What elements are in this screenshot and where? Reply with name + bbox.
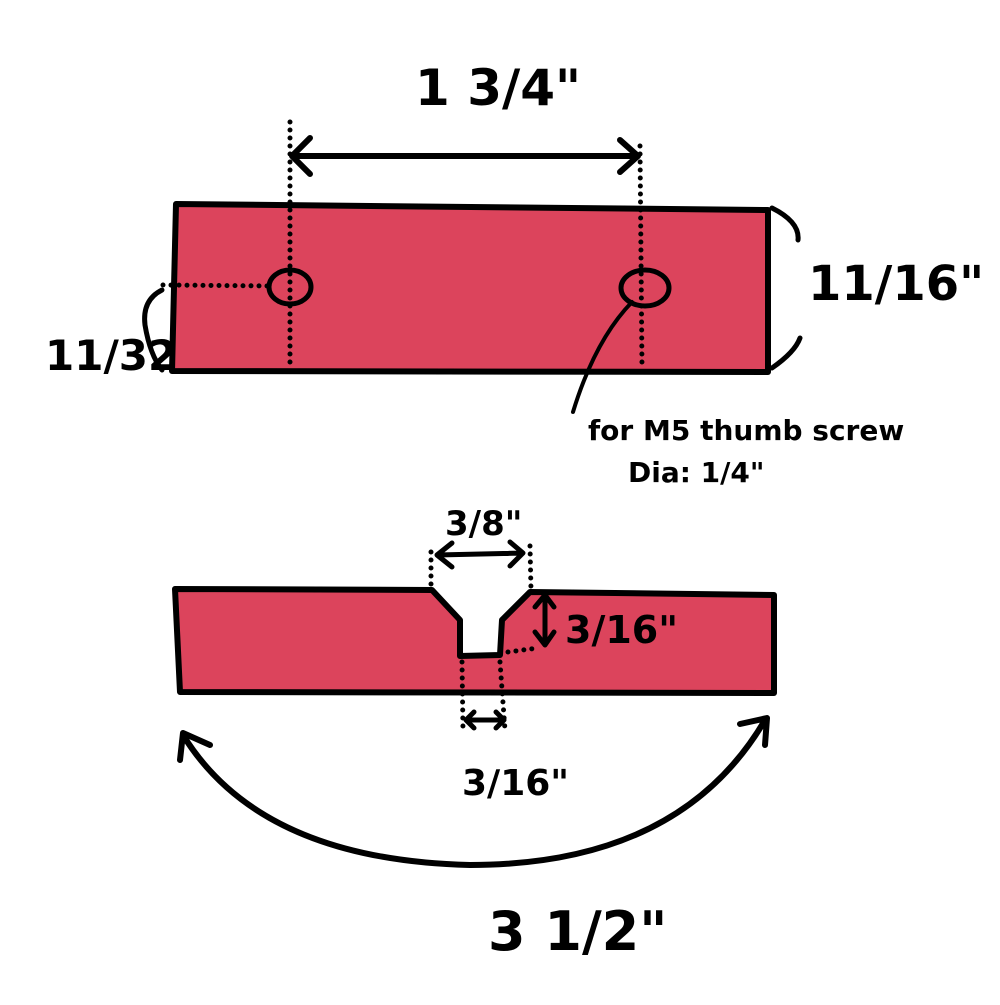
hole-spacing-label: 1 3/4": [415, 59, 581, 117]
leader-line: [571, 300, 634, 414]
slot-bottom-width-label: 3/16": [462, 763, 569, 804]
dotted-guide: [637, 143, 645, 371]
note-line-2: Dia: 1/4": [628, 456, 764, 489]
top-view: 1 3/4" 11/16" 11/32 for M5 thumb screw D…: [45, 59, 984, 489]
dotted-guide: [459, 659, 466, 733]
height-label: 11/16": [808, 256, 984, 312]
dotted-guide: [527, 543, 534, 593]
dotted-guide: [160, 282, 275, 289]
dotted-guide: [505, 645, 541, 655]
height-bracket: [769, 205, 803, 371]
top-bar: [169, 201, 771, 375]
side-bar: [172, 586, 777, 696]
hole-right: [618, 267, 672, 309]
slot-top-width-label: 3/8": [445, 504, 522, 544]
spacing-arrow: [289, 135, 641, 177]
slot-top-arrow: [434, 539, 526, 570]
side-view: 3/8" 3/16" 3/16" 3 1/2": [172, 504, 777, 963]
slot-bottom-arrow: [463, 709, 507, 731]
note-line-1: for M5 thumb screw: [588, 414, 904, 447]
slot-depth-arrow: [532, 592, 557, 648]
hole-offset-label: 11/32: [45, 331, 177, 380]
slot-depth-label: 3/16": [565, 608, 678, 652]
length-label: 3 1/2": [488, 900, 667, 963]
length-arc-arrow: [177, 715, 770, 868]
offset-bracket: [142, 287, 165, 373]
